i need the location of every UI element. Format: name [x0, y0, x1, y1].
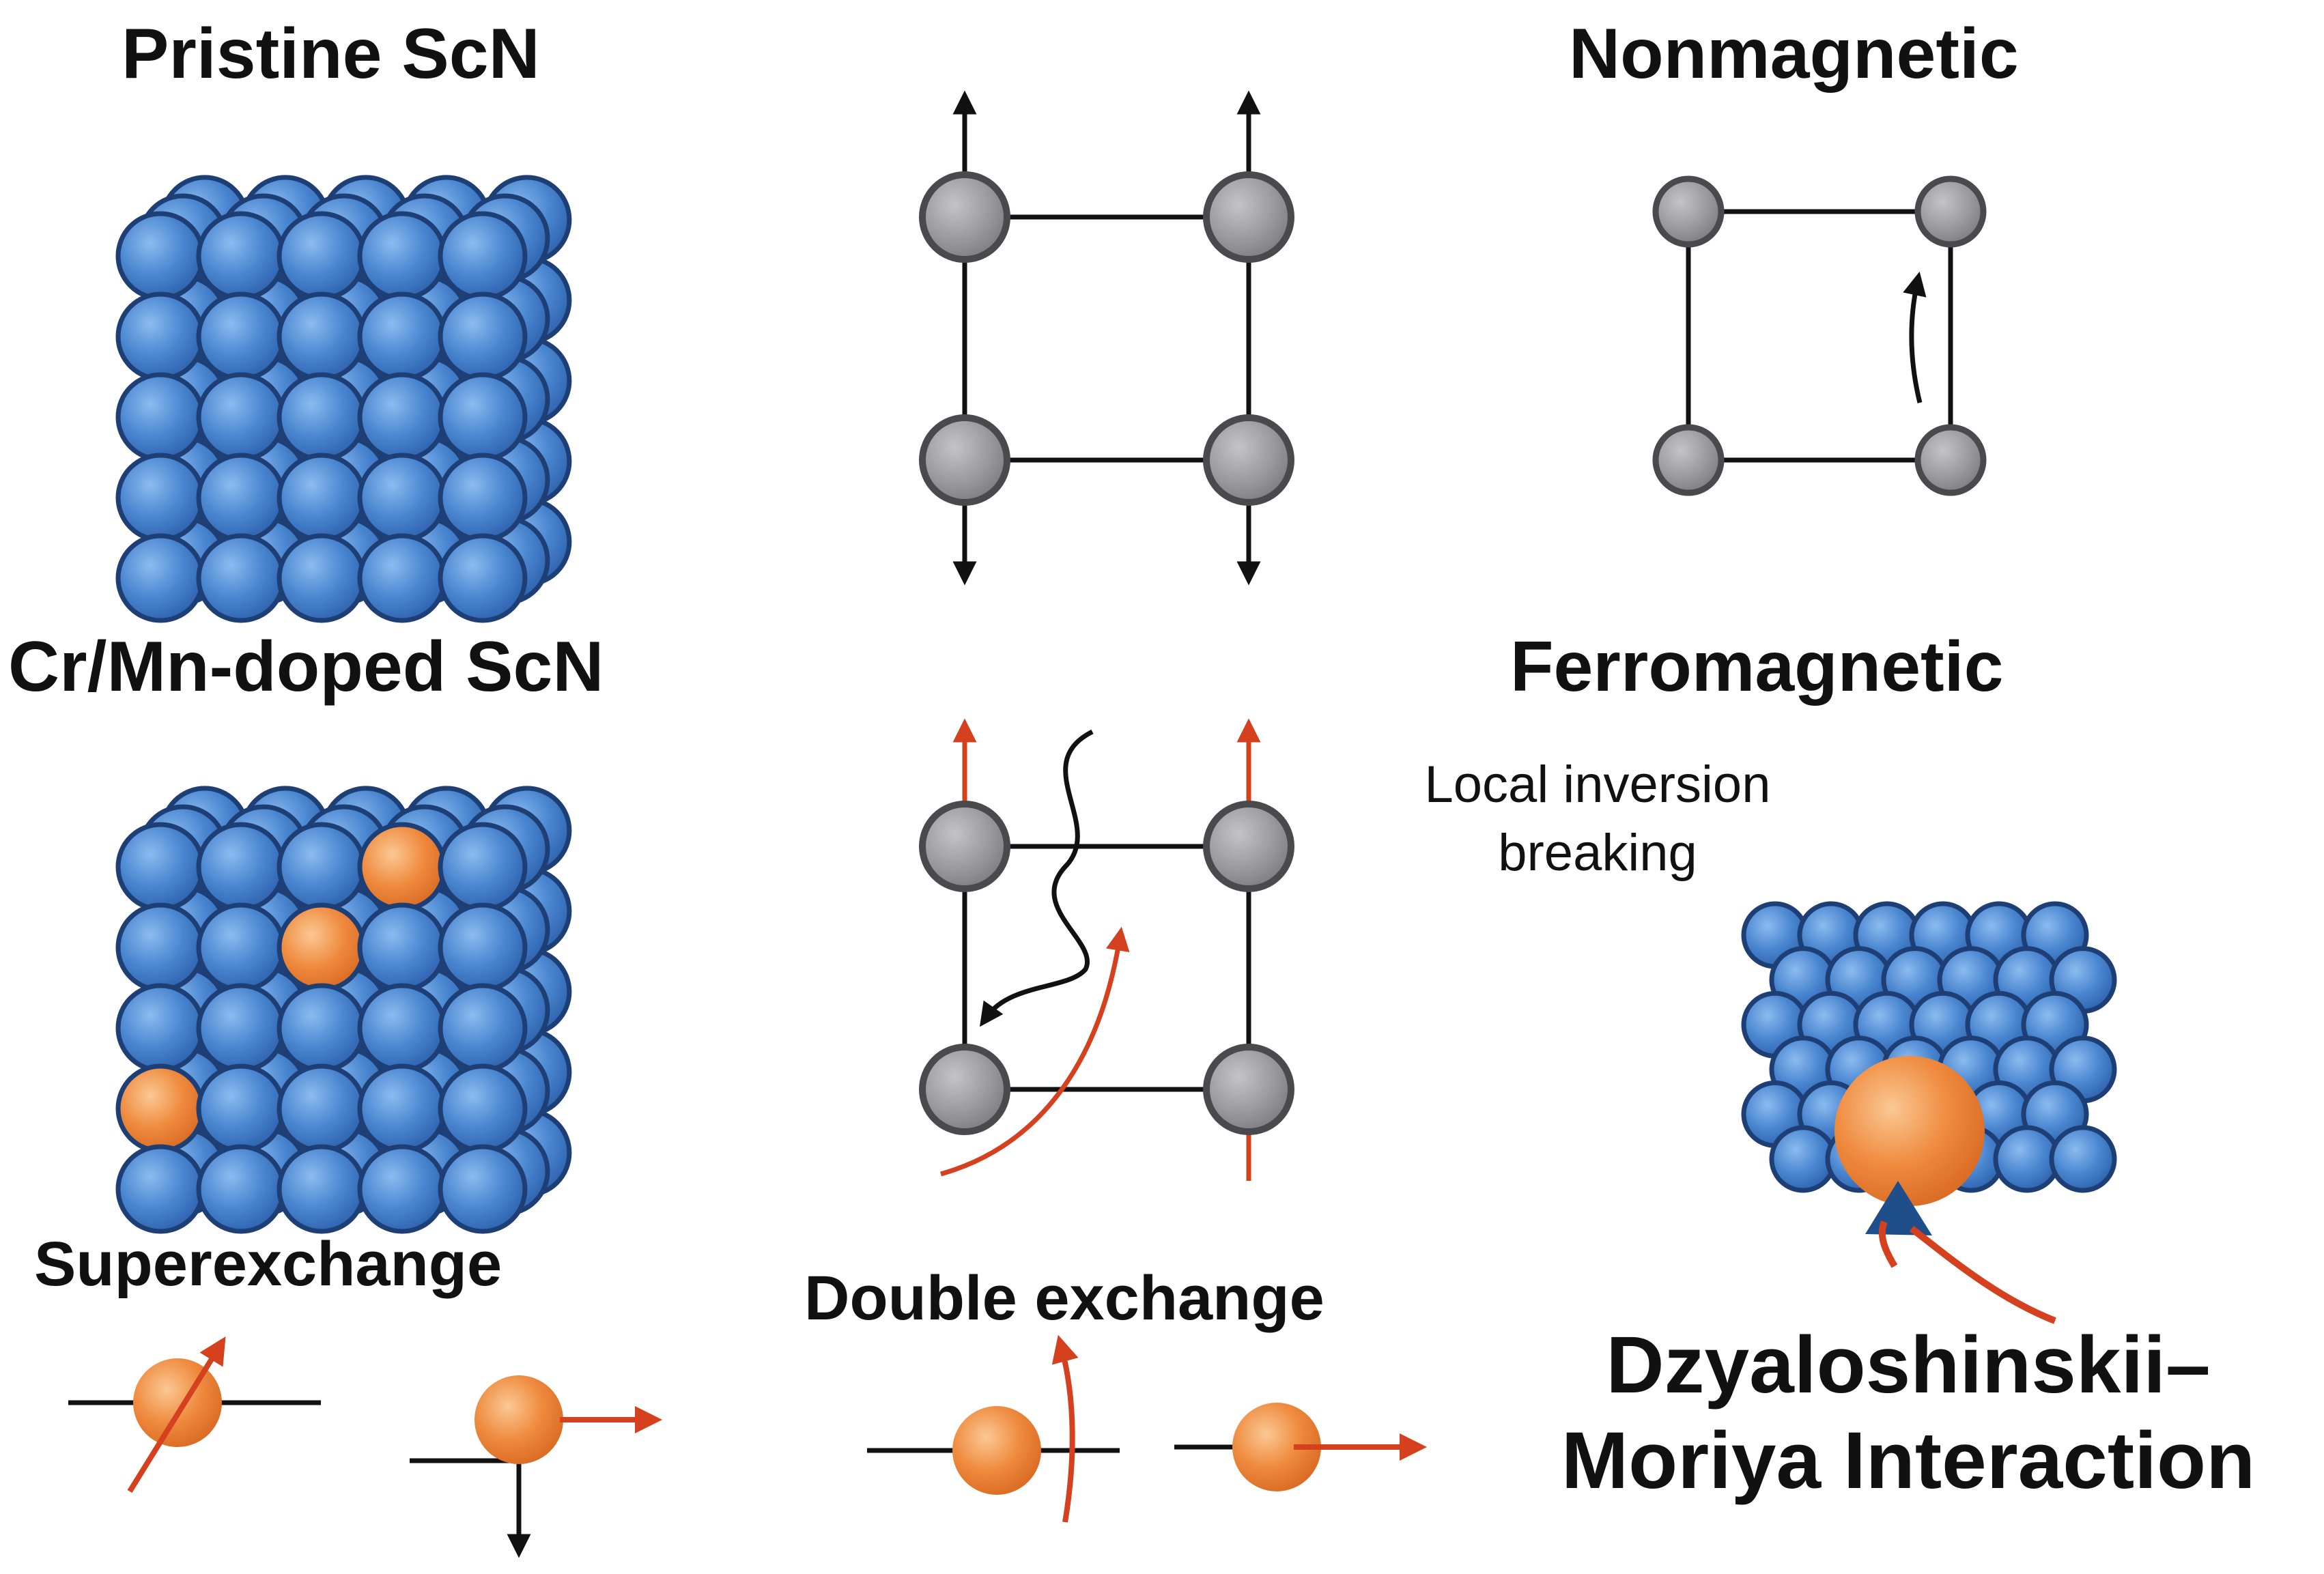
lattice-atom	[196, 291, 286, 382]
lattice-atom	[438, 983, 528, 1073]
lattice-atom	[115, 983, 206, 1073]
lattice-atom	[438, 291, 528, 382]
lattice-atom	[196, 1063, 286, 1154]
label-local-inversion-breaking: Local inversion breaking	[1338, 751, 1857, 887]
dmi-line1: Dzyaloshinskii–	[1606, 1320, 2211, 1410]
lattice-atom	[1769, 1125, 1837, 1193]
lattice-atom	[357, 372, 447, 462]
lattice-atom	[277, 1063, 367, 1154]
label-superexchange: Superexchange	[34, 1229, 502, 1299]
lattice-atom	[1993, 1125, 2061, 1193]
lattice-atom	[196, 983, 286, 1073]
dmi-dopant-and-arrows	[1834, 1056, 2056, 1324]
lattice-atom	[277, 372, 367, 462]
lattice-atom	[115, 902, 206, 992]
lattice-atom	[277, 822, 367, 912]
lattice-atom	[357, 533, 447, 623]
label-double-exchange: Double exchange	[804, 1263, 1324, 1333]
label-nonmagnetic: Nonmagnetic	[1569, 14, 2019, 94]
dopant-atom	[277, 902, 367, 992]
lattice-atom	[115, 453, 206, 543]
lattice-atom	[277, 1144, 367, 1234]
superexchange-icons	[68, 1336, 662, 1558]
spin-square-top	[919, 90, 1294, 586]
label-doped-scn: Cr/Mn-doped ScN	[8, 627, 604, 706]
lattice-atom	[357, 211, 447, 301]
dopant-atom	[115, 1063, 206, 1154]
lattice-atom	[196, 822, 286, 912]
local-inversion-line1: Local inversion	[1424, 756, 1771, 814]
lattice-atom	[115, 533, 206, 623]
lattice-atom	[196, 1144, 286, 1234]
lattice-atom	[196, 902, 286, 992]
lattice-atom	[438, 533, 528, 623]
lattice-atom	[2049, 1125, 2117, 1193]
lattice-atom	[277, 211, 367, 301]
lattice-atom	[438, 1063, 528, 1154]
lattice-atom	[438, 822, 528, 912]
lattice-atom	[438, 902, 528, 992]
pristine-scn-lattice	[115, 175, 572, 623]
lattice-atom	[277, 291, 367, 382]
lattice-atom	[438, 211, 528, 301]
lattice-atom	[196, 453, 286, 543]
lattice-atom	[277, 983, 367, 1073]
lattice-atom	[115, 291, 206, 382]
lattice-atom	[357, 902, 447, 992]
lattice-atom	[357, 291, 447, 382]
ferromagnetic-square	[919, 718, 1294, 1181]
lattice-atom	[115, 822, 206, 912]
lattice-atom	[196, 533, 286, 623]
lattice-atom	[115, 372, 206, 462]
lattice-atom	[438, 1144, 528, 1234]
lattice-atom	[357, 983, 447, 1073]
local-inversion-line2: breaking	[1498, 824, 1697, 882]
lattice-atom	[115, 211, 206, 301]
label-ferromagnetic: Ferromagnetic	[1510, 627, 2004, 706]
nonmagnetic-square	[1652, 175, 1987, 496]
lattice-atom	[438, 372, 528, 462]
double-exchange-icons	[867, 1334, 1427, 1523]
lattice-atom	[357, 1063, 447, 1154]
lattice-atom	[438, 453, 528, 543]
dmi-line2: Moriya Interaction	[1561, 1416, 2256, 1506]
dopant-atom	[357, 822, 447, 912]
label-dzyaloshinskii-moriya: Dzyaloshinskii– Moriya Interaction	[1495, 1317, 2321, 1508]
lattice-atom	[277, 453, 367, 543]
lattice-atom	[277, 533, 367, 623]
doped-scn-lattice	[115, 786, 572, 1234]
lattice-atom	[357, 453, 447, 543]
lattice-atom	[196, 372, 286, 462]
lattice-atom	[357, 1144, 447, 1234]
label-pristine-scn: Pristine ScN	[122, 14, 540, 94]
lattice-atom	[196, 211, 286, 301]
lattice-atom	[115, 1144, 206, 1234]
